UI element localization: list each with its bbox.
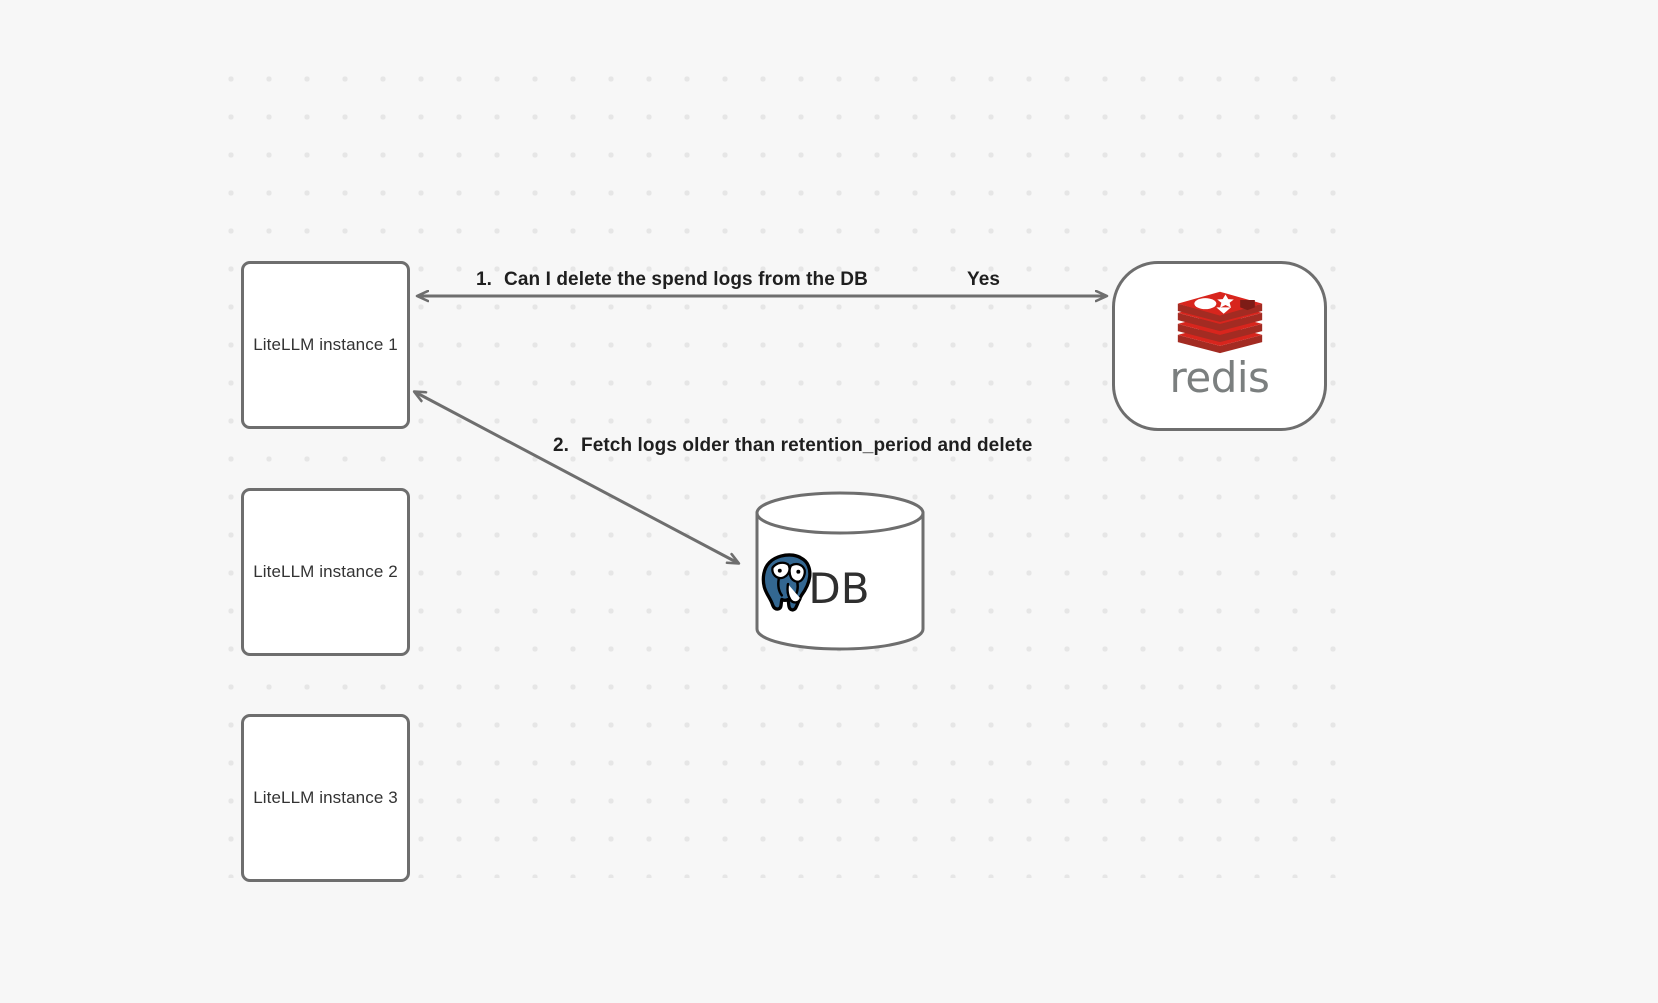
node-label: LiteLLM instance 3 (253, 788, 398, 807)
postgresql-elephant-icon (761, 553, 812, 612)
db-logo-group: DB (754, 549, 926, 629)
edge-1-reply-label: Yes (967, 269, 1001, 290)
edge-1-step-number: 1. (476, 269, 493, 290)
node-litellm-instance-3[interactable]: LiteLLM instance 3 (241, 714, 410, 882)
edge-1-label: Can I delete the spend logs from the DB (504, 269, 868, 290)
node-litellm-instance-1[interactable]: LiteLLM instance 1 (241, 261, 410, 429)
edge-2-step-number: 2. (553, 435, 570, 456)
node-label: LiteLLM instance 2 (253, 562, 398, 581)
node-postgres-db[interactable]: DB (754, 491, 926, 651)
db-label: DB (808, 564, 870, 613)
edge-litellm1-db (415, 392, 738, 563)
node-litellm-instance-2[interactable]: LiteLLM instance 2 (241, 488, 410, 656)
node-label: LiteLLM instance 1 (253, 335, 398, 354)
redis-logo-group: redis (1170, 289, 1270, 399)
node-redis[interactable]: redis (1112, 261, 1327, 431)
redis-logo-icon (1177, 291, 1262, 354)
edge-2-label: Fetch logs older than retention_period a… (581, 435, 1033, 456)
cylinder-shape (755, 491, 925, 651)
redis-wordmark: redis (1169, 353, 1270, 402)
